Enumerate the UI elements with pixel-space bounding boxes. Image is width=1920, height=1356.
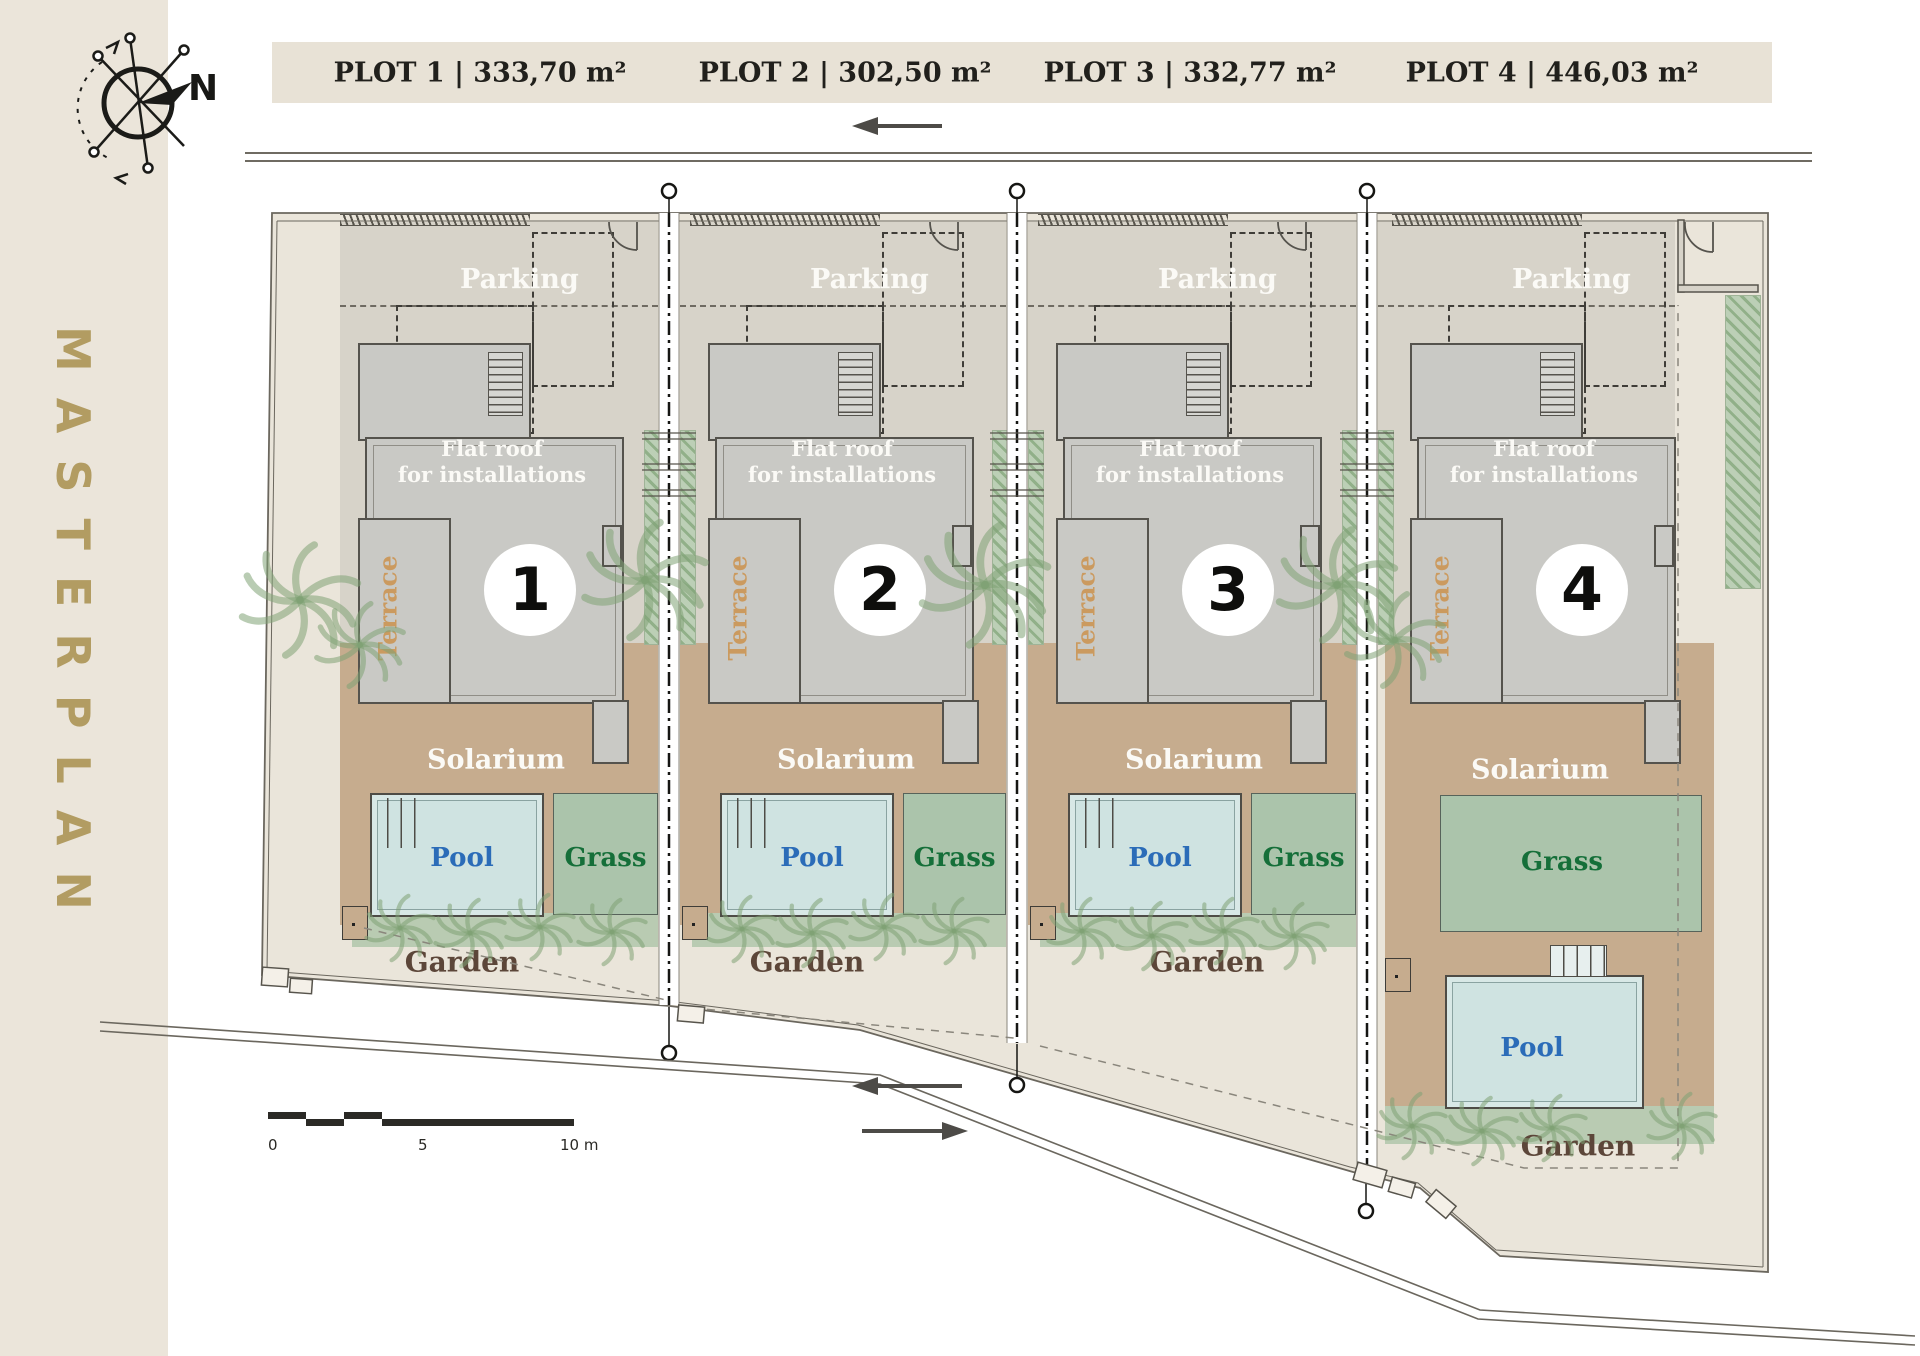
plot-3-terrace-zone bbox=[1056, 518, 1149, 704]
flat-roof-line1: Flat roof bbox=[441, 435, 543, 461]
plot-4-grass-label: Grass bbox=[1520, 847, 1604, 877]
plot-3-garden-label: Garden bbox=[1149, 945, 1265, 979]
plot-1-number-badge: 1 bbox=[484, 544, 576, 636]
plot-2-terrace-zone bbox=[708, 518, 801, 704]
flat-roof-line2: for installations bbox=[747, 462, 937, 487]
plot-1-house-notch bbox=[602, 525, 622, 567]
plot-1-pool-label: Pool bbox=[430, 843, 494, 873]
plot-3-terrace-label: Terrace bbox=[1071, 555, 1101, 661]
plot-2-parking-space bbox=[882, 232, 964, 387]
plot-1-solarium-label: Solarium bbox=[427, 744, 565, 776]
plot-2-solarium-label: Solarium bbox=[777, 744, 915, 776]
plot-3-house-annex bbox=[1290, 700, 1327, 764]
plot-4-pool-steps bbox=[1550, 945, 1607, 977]
top-road-line bbox=[245, 152, 1812, 154]
header-bar bbox=[272, 42, 1772, 103]
plot-3-hedge bbox=[1028, 430, 1044, 645]
plot-2-terrace-label: Terrace bbox=[723, 555, 753, 661]
plot-3-stairs-icon bbox=[1186, 352, 1221, 416]
plot-4-house-notch bbox=[1654, 525, 1674, 567]
plot-3-number-badge: 3 bbox=[1182, 544, 1274, 636]
plot-2-house-annex bbox=[942, 700, 979, 764]
plot-3-pool-label: Pool bbox=[1128, 843, 1192, 873]
header-plot-2: PLOT 2 | 302,50 m² bbox=[698, 57, 992, 89]
flat-roof-line1: Flat roof bbox=[1139, 435, 1241, 461]
plot-1-utility-box bbox=[342, 906, 368, 940]
plot-3-solarium-label: Solarium bbox=[1125, 744, 1263, 776]
plot-4-house-annex bbox=[1644, 700, 1681, 764]
plot-4-pool-label: Pool bbox=[1500, 1033, 1564, 1063]
plot-3-house-notch bbox=[1300, 525, 1320, 567]
plot-1-terrace-label: Terrace bbox=[373, 555, 403, 661]
plot-1-terrace-zone bbox=[358, 518, 451, 704]
plot-4-boundary-wall bbox=[1392, 214, 1582, 226]
plot-1-house-annex bbox=[592, 700, 629, 764]
plot-2-boundary-wall bbox=[690, 214, 880, 226]
plot-1-boundary-wall bbox=[340, 214, 530, 226]
plot-4-terrace-zone bbox=[1410, 518, 1503, 704]
flat-roof-line1: Flat roof bbox=[791, 435, 893, 461]
flat-roof-line2: for installations bbox=[397, 462, 587, 487]
plot-3-parking-space bbox=[1230, 232, 1312, 387]
header-plot-1: PLOT 1 | 333,70 m² bbox=[333, 57, 627, 89]
flat-roof-line2: for installations bbox=[1449, 462, 1639, 487]
plot-1-stairs-icon bbox=[488, 352, 523, 416]
plot-4-terrace-label: Terrace bbox=[1425, 555, 1455, 661]
plot-2-pool-label: Pool bbox=[780, 843, 844, 873]
plot-3-grass-label: Grass bbox=[1262, 843, 1345, 873]
plot-4-hedge bbox=[1378, 430, 1394, 645]
plot-1-parking-space bbox=[532, 232, 614, 387]
plot-4-garden-label: Garden bbox=[1520, 1129, 1636, 1163]
plot-2-utility-box bbox=[682, 906, 708, 940]
plot-3-boundary-wall bbox=[1038, 214, 1228, 226]
top-road-line bbox=[245, 160, 1812, 162]
plot-1-grass-label: Grass bbox=[564, 843, 647, 873]
plot-2-garden-label: Garden bbox=[749, 945, 865, 979]
plot-1-hedge bbox=[644, 430, 660, 645]
plot-2-hedge bbox=[680, 430, 696, 645]
north-label: N bbox=[188, 68, 218, 109]
masterplan-title: MASTERPLAN bbox=[46, 326, 100, 936]
plot-1-garden-band bbox=[352, 913, 658, 947]
header-plot-4: PLOT 4 | 446,03 m² bbox=[1405, 57, 1699, 89]
plot-4-stairs-icon bbox=[1540, 352, 1575, 416]
plot-2-garden-band bbox=[692, 913, 1006, 947]
plot-4-parking-space bbox=[1584, 232, 1666, 387]
flat-roof-line2: for installations bbox=[1095, 462, 1285, 487]
plot-2-hedge bbox=[992, 430, 1008, 645]
plot-4-hedge bbox=[1725, 295, 1761, 589]
plot-3-garden-band bbox=[1040, 913, 1356, 947]
plot-2-stairs-icon bbox=[838, 352, 873, 416]
header-plot-3: PLOT 3 | 332,77 m² bbox=[1043, 57, 1337, 89]
plot-2-grass-label: Grass bbox=[913, 843, 996, 873]
plot-3-utility-box bbox=[1030, 906, 1056, 940]
compass-icon: N bbox=[76, 32, 218, 186]
plot-4-utility-box bbox=[1385, 958, 1411, 992]
plot-2-number-badge: 2 bbox=[834, 544, 926, 636]
plot-3-hedge bbox=[1342, 430, 1358, 645]
plot-2-house-notch bbox=[952, 525, 972, 567]
plot-1-garden-label: Garden bbox=[404, 945, 520, 979]
plot-4-number-badge: 4 bbox=[1536, 544, 1628, 636]
flat-roof-line1: Flat roof bbox=[1493, 435, 1595, 461]
plot-4-solarium-label: Solarium bbox=[1471, 754, 1609, 786]
